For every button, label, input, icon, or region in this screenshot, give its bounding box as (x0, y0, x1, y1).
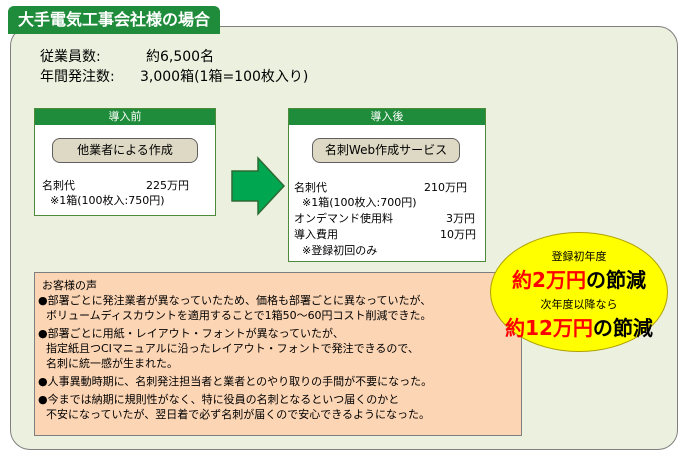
before-cost-label: 名刺代 (42, 179, 75, 192)
arrow-right-icon (231, 156, 286, 216)
after-intro-label: 導入費用 (294, 228, 338, 241)
orders-value: 3,000箱(1箱=100枚入り) (140, 69, 309, 85)
savings-ellipse (490, 232, 668, 352)
before-pill: 他業者による作成 (52, 138, 198, 163)
voice-line: 不安になっていたが、翌日着で必ず名刺が届くので安心できるようになった。 (46, 408, 431, 421)
before-header: 導入前 (35, 109, 215, 125)
customer-voice-box (34, 272, 522, 436)
after-pill: 名刺Web作成サービス (312, 138, 460, 163)
next-year-amount: 約12万円 (505, 316, 593, 340)
before-note: ※1箱(100枚入:750円) (50, 194, 165, 207)
after-intro-note: ※登録初回のみ (302, 244, 378, 257)
voice-line: ●人事異動時期に、名刺発注担当者と業者とのやり取りの手間が不要になった。 (38, 375, 433, 388)
next-year-savings: 約12万円の節減 (490, 312, 668, 341)
case-title: 大手電気工事会社様の場合 (8, 6, 221, 34)
first-year-amount: 約2万円 (512, 268, 586, 292)
voice-heading: お客様の声 (42, 279, 97, 292)
after-cost-value: 210万円 (424, 181, 467, 194)
employees-label: 従業員数: (40, 49, 101, 65)
after-intro-value: 10万円 (440, 228, 476, 241)
voice-line: ●今までは納期に規則性がなく、特に役員の名刺となるといつ届くのかと (38, 393, 400, 406)
after-cost-label: 名刺代 (294, 181, 327, 194)
voice-line: ●部署ごとに用紙・レイアウト・フォントが異なっていたが、 (38, 327, 344, 340)
voice-line: 指定紙且つCIマニュアルに沿ったレイアウト・フォントで発注できるので、 (46, 342, 419, 355)
after-box: 導入後 (288, 108, 486, 262)
voice-line: ボリュームディスカウントを適用することで1箱50～60円コスト削減できた。 (46, 309, 432, 322)
after-ondemand-value: 3万円 (446, 212, 475, 225)
voice-line: 名刺に統一感が生まれた。 (46, 357, 178, 370)
first-year-suffix: の節減 (585, 268, 646, 292)
after-note: ※1箱(100枚入:700円) (302, 196, 417, 209)
first-year-label: 登録初年度 (551, 250, 607, 263)
orders-label: 年間発注数: (40, 69, 115, 85)
first-year-savings: 約2万円の節減 (490, 264, 668, 293)
employees-value: 約6,500名 (146, 49, 215, 65)
before-cost-value: 225万円 (146, 179, 189, 192)
after-header: 導入後 (289, 109, 485, 125)
voice-line: ●部署ごとに発注業者が異なっていたため、価格も部署ごとに異なっていたが、 (38, 294, 432, 307)
next-year-label: 次年度以降なら (540, 298, 618, 311)
next-year-suffix: の節減 (592, 316, 653, 340)
after-ondemand-label: オンデマンド使用料 (294, 212, 393, 225)
